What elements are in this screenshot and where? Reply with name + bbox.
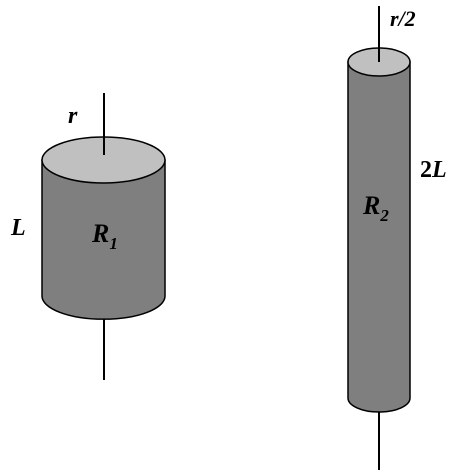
- resistor-2: r/2 2L R2: [347, 6, 447, 470]
- resistor-2-length-letter: L: [431, 157, 447, 183]
- resistor-1-name-label: R1: [91, 219, 118, 253]
- resistor-2-name-label: R2: [362, 191, 389, 225]
- resistor-2-radius-label: r/2: [390, 6, 416, 31]
- resistor-2-name-subscript: 2: [379, 206, 389, 225]
- resistor-1-body: [41, 159, 166, 320]
- resistor-1: r L R1: [10, 93, 166, 380]
- resistor-2-length-number: 2: [420, 157, 432, 183]
- resistor-2-name-letter: R: [362, 191, 380, 220]
- resistor-1-length-label: L: [10, 215, 26, 241]
- resistor-1-radius-label: r: [68, 103, 78, 129]
- resistor-1-name-subscript: 1: [109, 234, 118, 253]
- resistor-2-length-label: 2L: [420, 157, 447, 183]
- resistor-1-name-letter: R: [91, 219, 109, 248]
- resistor-2-body: [347, 61, 411, 413]
